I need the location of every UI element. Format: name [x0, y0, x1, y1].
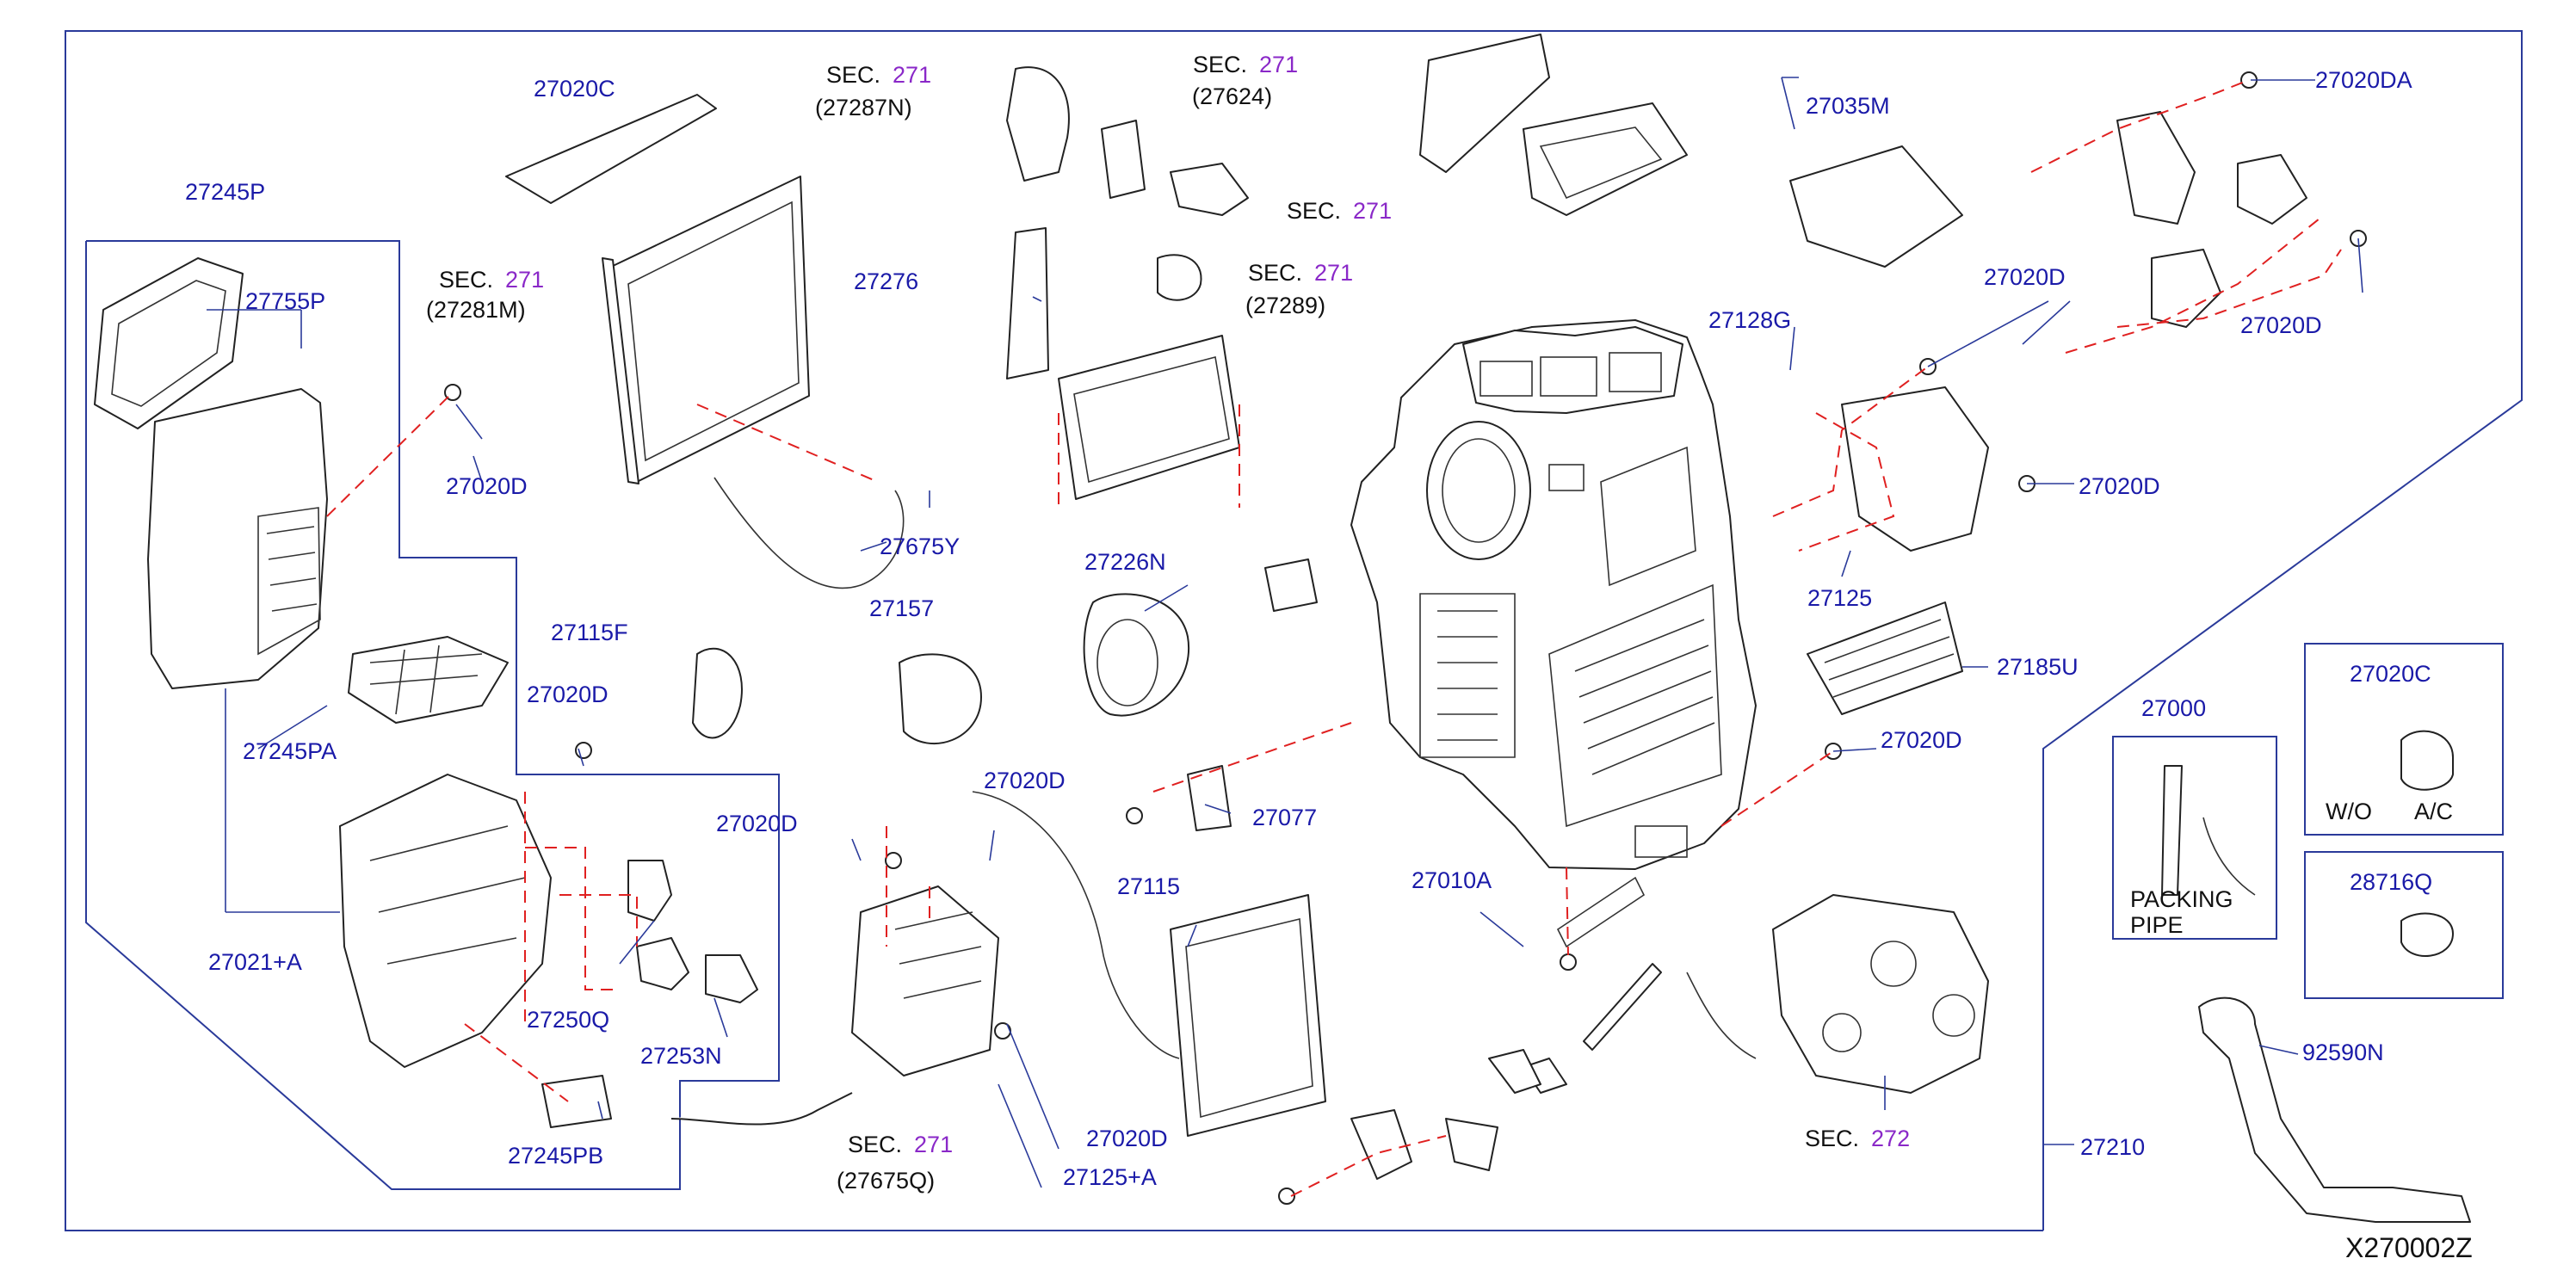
part-label-27020da: 27020DA — [2315, 67, 2412, 93]
part-label-27210: 27210 — [2080, 1134, 2146, 1160]
section-prefix: SEC. — [826, 62, 881, 88]
part-label-27010a: 27010A — [1412, 867, 1492, 893]
part-label-27020d-right-screw: 27020D — [2079, 473, 2160, 499]
section-sub-27281m: (27281M) — [426, 297, 526, 323]
section-prefix: SEC. — [1193, 52, 1248, 77]
part-label-92590n: 92590N — [2302, 1039, 2384, 1065]
section-number: 271 — [1259, 52, 1299, 77]
section-prefix: SEC. — [1805, 1126, 1860, 1151]
part-label-27755p: 27755P — [245, 288, 326, 314]
section-number: 271 — [1314, 260, 1354, 286]
part-label-27020d-upper-right: 27020D — [1984, 264, 2066, 290]
section-sub-27675q: (27675Q) — [837, 1168, 936, 1194]
inset-packing-caption-1: PACKING — [2130, 886, 2233, 912]
assembly-dashed-lines — [326, 79, 2342, 1197]
packing-inset-box — [2112, 736, 2277, 940]
section-ref-272: SEC. 272 — [1805, 1126, 1910, 1151]
section-number: 271 — [1353, 198, 1393, 224]
section-ref-27289: SEC. 271 — [1248, 260, 1353, 286]
section-prefix: SEC. — [1248, 260, 1303, 286]
inset-bushing-part: 28716Q — [2350, 869, 2433, 895]
section-prefix: SEC. — [848, 1132, 903, 1157]
part-label-27035m: 27035M — [1806, 93, 1890, 119]
part-label-27128g: 27128G — [1708, 307, 1792, 333]
section-ref-271-pipe: SEC. 271 — [1287, 198, 1392, 224]
inset-grommet-caption-right: A/C — [2414, 799, 2454, 824]
diagram-reference-code: X270002Z — [2345, 1232, 2473, 1263]
part-label-27021-a: 27021+A — [208, 949, 302, 975]
part-label-27226n: 27226N — [1084, 549, 1166, 575]
part-label-27675y: 27675Y — [880, 534, 961, 559]
intake-unit-parts — [94, 257, 758, 1128]
inset-packing-part: 27000 — [2141, 695, 2207, 721]
part-label-27115f: 27115F — [551, 620, 628, 645]
part-label-27276: 27276 — [854, 268, 919, 294]
section-number: 271 — [914, 1132, 954, 1157]
part-label-27253n: 27253N — [640, 1043, 722, 1069]
section-ref-27675q: SEC. 271 — [848, 1132, 953, 1157]
section-ref-27624: SEC. 271 — [1193, 52, 1298, 77]
section-prefix: SEC. — [439, 267, 494, 293]
section-sub-27289: (27289) — [1245, 293, 1326, 318]
hvac-case-assembly — [1350, 319, 1757, 870]
part-label-27020d-right-mid: 27020D — [1881, 727, 1962, 753]
part-label-27250q: 27250Q — [527, 1007, 610, 1033]
part-label-27185u: 27185U — [1997, 654, 2079, 680]
part-label-27125: 27125 — [1807, 585, 1873, 611]
section-sub-27624: (27624) — [1192, 83, 1273, 109]
part-label-27020d-far-right: 27020D — [2240, 312, 2322, 338]
inset-grommet-caption-left: W/O — [2326, 799, 2372, 824]
part-label-27020d-lower: 27020D — [716, 811, 798, 836]
intake-subassembly-frame — [85, 240, 780, 1190]
part-label-27245pb: 27245PB — [508, 1143, 604, 1169]
part-label-27020d-mid: 27020D — [527, 682, 608, 707]
section-prefix: SEC. — [1287, 198, 1342, 224]
part-label-27020d-left: 27020D — [446, 473, 528, 499]
inset-packing-caption-2: PIPE — [2130, 912, 2184, 938]
part-label-27245p: 27245P — [185, 179, 266, 205]
part-label-27020d-center: 27020D — [984, 768, 1066, 793]
section-number: 272 — [1871, 1126, 1911, 1151]
part-label-27245pa: 27245PA — [243, 738, 337, 764]
main-assembly-frame — [65, 30, 2523, 1231]
grommet-inset-box — [2304, 643, 2504, 836]
section-ref-27287n: SEC. 271 — [826, 62, 931, 88]
bushing-inset-box — [2304, 851, 2504, 999]
section-number: 271 — [893, 62, 932, 88]
part-label-27020c: 27020C — [534, 76, 615, 102]
part-label-27125-a: 27125+A — [1063, 1164, 1157, 1190]
part-label-27115: 27115 — [1117, 873, 1181, 899]
part-label-27077: 27077 — [1252, 805, 1318, 830]
section-sub-27287n: (27287N) — [815, 95, 912, 120]
evaporator-parts — [505, 66, 1646, 1180]
section-number: 271 — [505, 267, 545, 293]
inset-grommet-part: 27020C — [2350, 661, 2431, 687]
actuator-and-duct-parts — [1419, 34, 2471, 1223]
part-label-27020d-bottom: 27020D — [1086, 1126, 1168, 1151]
label-leader-lines — [207, 77, 2363, 1188]
section-ref-27281m: SEC. 271 — [439, 267, 544, 293]
part-label-27157: 27157 — [869, 595, 935, 621]
